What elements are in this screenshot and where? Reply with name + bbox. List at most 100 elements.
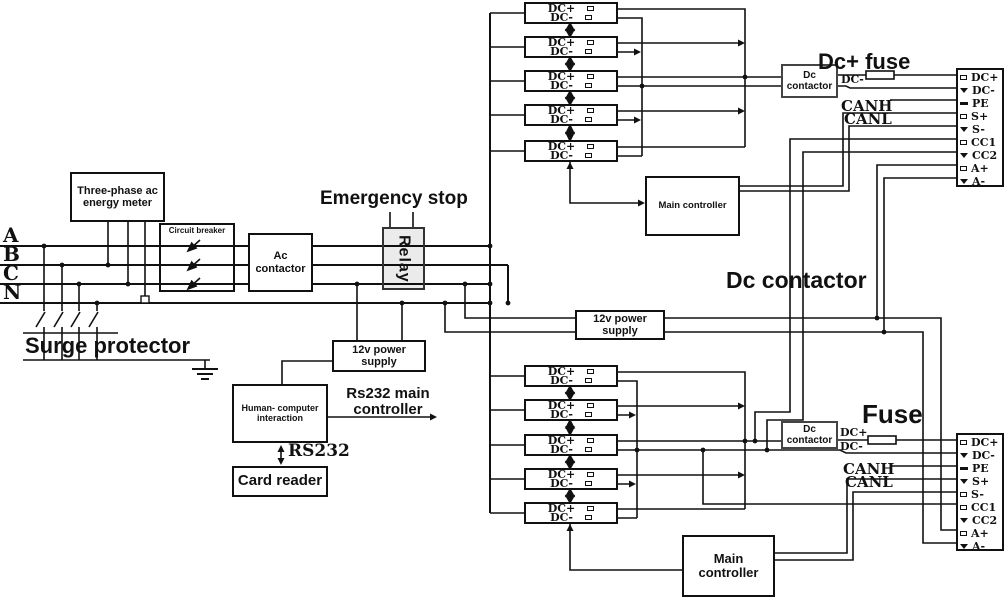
module-connector-icon	[587, 40, 595, 45]
surge-protector-wires	[23, 246, 210, 369]
module-connector-icon	[584, 153, 592, 158]
module-dcminus-label: DC-	[550, 149, 573, 162]
control-power-wires	[280, 212, 575, 461]
module-connector-icon	[587, 6, 595, 11]
terminal-pin-row: DC-	[960, 449, 1002, 462]
pin-connector-icon	[960, 492, 967, 497]
dcplus-fuse-label: Dc+ fuse	[818, 49, 911, 74]
module-dcplus-label: DC+	[547, 434, 576, 447]
module-connector-icon	[587, 472, 595, 477]
module-connector-icon	[584, 83, 592, 88]
module-connector-icon	[587, 506, 595, 511]
pin-connector-icon	[960, 102, 968, 105]
pin-label: PE	[972, 97, 989, 110]
module-dcplus-label: DC+	[547, 399, 576, 412]
pin-label: A-	[972, 540, 986, 553]
pin-connector-icon	[960, 544, 968, 549]
canl-label-top: CANL	[844, 110, 892, 128]
pin-connector-icon	[960, 505, 967, 510]
pin-connector-icon	[960, 140, 967, 145]
module-dcplus-label: DC+	[547, 2, 576, 15]
module-connector-icon	[584, 378, 592, 383]
pin-label: DC-	[972, 449, 995, 462]
pin-label: S-	[971, 488, 984, 501]
module-connector-icon	[587, 144, 595, 149]
module-dcminus-label: DC-	[550, 45, 573, 58]
pin-connector-icon	[960, 179, 968, 184]
terminal-pin-row: DC+	[960, 71, 1002, 84]
module-connector-icon	[584, 117, 592, 122]
canh-label-top: CANH	[841, 97, 893, 115]
module-dcplus-label: DC+	[547, 104, 576, 117]
module-connector-icon	[587, 438, 595, 443]
charge-module: DC+ DC-	[524, 365, 618, 387]
pin-label: DC+	[971, 436, 999, 449]
module-dcminus-label: DC-	[550, 408, 573, 421]
dc-minus-wire-label-bottom: DC-	[840, 440, 863, 453]
pin-label: A+	[971, 527, 989, 540]
dc-contactor-big-label: Dc contactor	[726, 267, 867, 293]
pin-connector-icon	[960, 467, 968, 470]
module-dcplus-label: DC+	[547, 468, 576, 481]
junction-dots	[41, 74, 887, 453]
pin-connector-icon	[960, 75, 967, 80]
phase-label-b: B	[3, 242, 20, 266]
module-connector-icon	[584, 412, 592, 417]
module-dcminus-label: DC-	[550, 443, 573, 456]
emergency-stop-label: Emergency stop	[320, 188, 468, 209]
module-dcminus-label: DC-	[550, 477, 573, 490]
pin-label: CC1	[971, 136, 997, 149]
charge-module: DC+ DC-	[524, 434, 618, 456]
meter-taps	[107, 222, 146, 296]
surge-protector-label: Surge protector	[25, 333, 191, 358]
top-dc-wires	[569, 8, 958, 450]
module-connector-icon	[584, 515, 592, 520]
dc-plus-wire-label-bottom: DC+	[840, 426, 868, 439]
module-link-arrows	[564, 21, 576, 505]
fuse-symbol-icons	[865, 70, 897, 445]
terminal-pin-row: S-	[960, 123, 1002, 136]
terminal-pin-row: CC2	[960, 514, 1002, 527]
module-dcplus-label: DC+	[547, 365, 576, 378]
rs232-main-controller-label: Rs232 main controller	[346, 385, 430, 418]
module-connector-icon	[587, 403, 595, 408]
terminal-pin-row: CC1	[960, 136, 1002, 149]
card-reader-box: Card reader	[232, 466, 328, 497]
ground-icon	[192, 368, 218, 380]
main-controller-box-top: Main controller	[645, 176, 740, 236]
pin-connector-icon	[960, 114, 967, 119]
module-dcplus-label: DC+	[547, 140, 576, 153]
pin-connector-icon	[960, 88, 968, 93]
hci-box: Human- computer interaction	[232, 384, 328, 443]
breaker-switch-icons	[186, 239, 201, 291]
bottom-dc-wires	[569, 317, 958, 571]
canh-label-bottom: CANH	[843, 460, 895, 478]
pin-label: S-	[972, 123, 985, 136]
pin-label: S+	[972, 475, 990, 488]
dc-minus-wire-label-top: DC-	[841, 73, 864, 86]
module-stub-wires	[490, 12, 524, 514]
pin-connector-icon	[960, 166, 967, 171]
terminal-pin-row: A-	[960, 175, 1002, 188]
ac-contactor-box: Ac contactor	[248, 233, 313, 292]
pin-label: DC-	[972, 84, 995, 97]
pin-connector-icon	[960, 127, 968, 132]
module-dcminus-label: DC-	[550, 374, 573, 387]
module-dcplus-label: DC+	[547, 502, 576, 515]
pin-label: S+	[971, 110, 989, 123]
pin-connector-icon	[960, 518, 968, 523]
charge-module: DC+ DC-	[524, 399, 618, 421]
module-connector-icon	[584, 481, 592, 486]
dc-contactor-box-top: Dc contactor	[781, 64, 838, 98]
terminal-pin-row: S+	[960, 475, 1002, 488]
module-connector-icon	[587, 74, 595, 79]
circuit-breaker-box: Circuit breaker	[159, 223, 235, 292]
pin-label: DC+	[971, 71, 999, 84]
module-connector-icon	[587, 108, 595, 113]
flow-arrowheads	[277, 39, 745, 531]
relay-box: Relay	[382, 227, 425, 290]
pin-connector-icon	[960, 453, 968, 458]
charge-module: DC+ DC-	[524, 502, 618, 524]
pin-label: A-	[972, 175, 986, 188]
